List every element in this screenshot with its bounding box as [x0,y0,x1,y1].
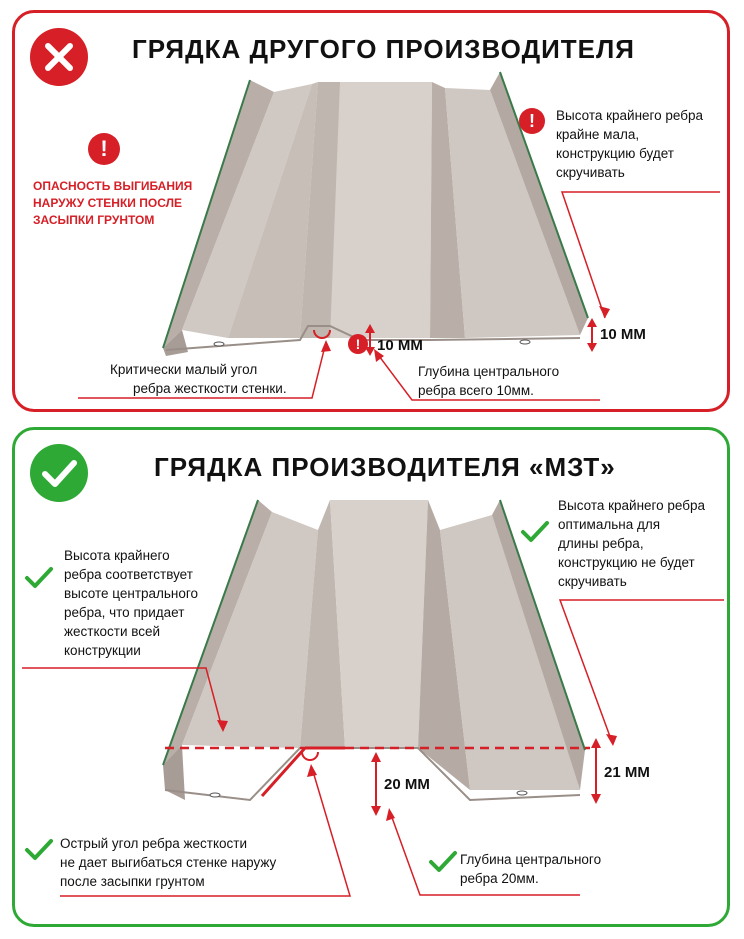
left-note-line-1: Высота крайнего [64,548,170,563]
check-mark-icon [30,444,88,502]
right-note-line-1: Высота крайнего ребра [558,498,706,513]
mzt-title: ГРЯДКА ПРОИЗВОДИТЕЛЯ «МЗТ» [154,452,616,482]
right-note-line-5: скручивать [558,574,627,589]
angle-note-line-1: Критически малый угол [110,362,258,377]
edge-rib-note-line-1: Высота крайнего ребра [556,108,704,123]
center-rib-note-line-1: Глубина центрального [418,364,560,379]
warning-text-line-3: ЗАСЫПКИ ГРУНТОМ [33,213,155,227]
center-rib-note-line-2: ребра всего 10мм. [418,383,534,398]
center-depth-label: 10 ММ [377,337,423,354]
angle-note-line-3: после засыпки грунтом [60,874,205,889]
left-note-line-6: конструкции [64,643,141,658]
left-note-line-4: ребра, что придает [64,605,185,620]
warning-text-line-1: ОПАСНОСТЬ ВЫГИБАНИЯ [33,179,193,193]
competitor-title: ГРЯДКА ДРУГОГО ПРОИЗВОДИТЕЛЯ [132,34,635,64]
exclamation-icon: ! [519,108,545,134]
center-rib-note-line-2: ребра 20мм. [460,871,539,886]
check-icon [24,566,54,595]
exclamation-icon: ! [88,133,120,165]
warning-text-line-2: НАРУЖУ СТЕНКИ ПОСЛЕ [33,196,182,210]
angle-note-line-1: Острый угол ребра жесткости [60,836,248,851]
edge-rib-note-line-2: крайне мала, [556,127,640,142]
edge-height-label: 21 ММ [604,764,650,781]
left-note-line-2: ребра соответствует [64,567,193,582]
check-icon [24,838,54,867]
edge-height-label: 10 ММ [600,326,646,343]
center-rib-note-line-1: Глубина центрального [460,852,602,867]
angle-note-line-2: не дает выгибаться стенке наружу [60,855,277,870]
left-note-line-5: жесткости всей [64,624,161,639]
edge-rib-note-line-3: конструкцию будет [556,146,674,161]
right-note-line-3: длины ребра, [558,536,644,551]
right-note-line-2: оптимальна для [558,517,661,532]
check-icon [520,520,550,549]
right-note-line-4: конструкцию не будет [558,555,695,570]
exclamation-icon: ! [348,334,368,354]
edge-rib-note-line-4: скручивать [556,165,625,180]
angle-note-line-2: ребра жесткости стенки. [133,381,287,396]
left-note-line-3: высоте центрального [64,586,199,601]
mzt-panel [12,427,730,927]
competitor-panel [12,10,730,412]
center-depth-label: 20 ММ [384,776,430,793]
check-icon [428,850,458,879]
x-mark-icon [30,28,88,86]
